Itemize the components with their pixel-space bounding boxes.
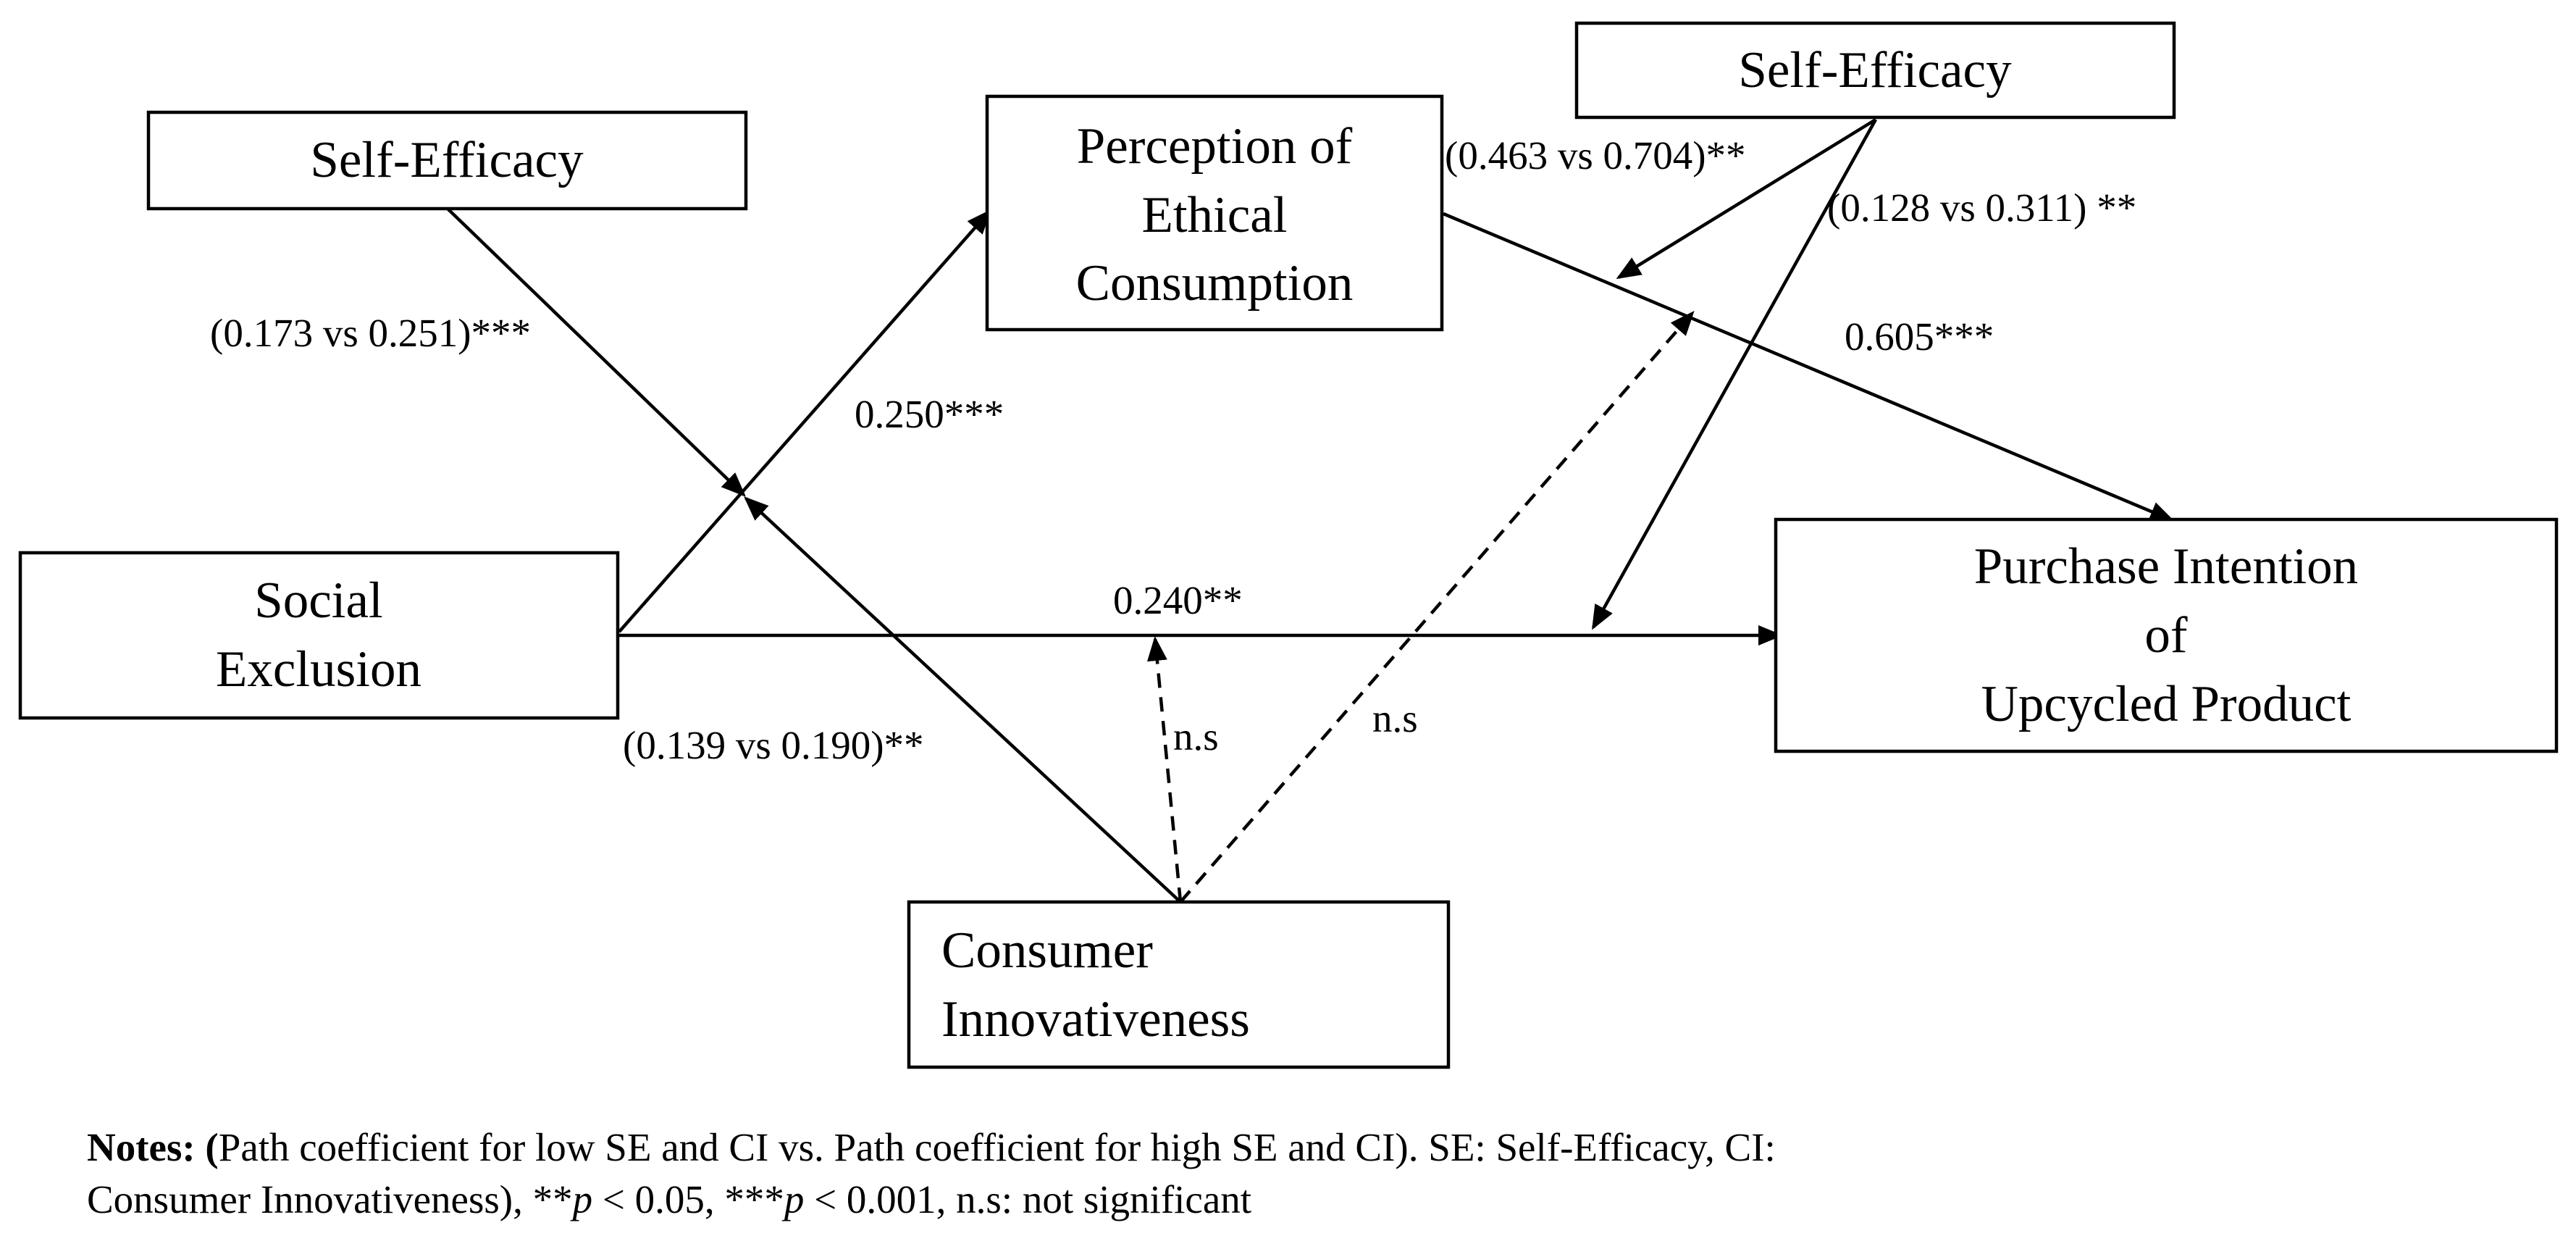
path-diagram: Self-Efficacy Perception of Ethical Cons… xyxy=(18,21,2559,1069)
notes-prefix: Notes: ( xyxy=(87,1125,219,1169)
notes-line-2-c: < 0.001, n.s: not significant xyxy=(804,1177,1252,1221)
edge-ci-to-interaction xyxy=(744,496,1182,903)
node-purchase-intention-line-3: Upcycled Product xyxy=(1981,676,2351,732)
edge-ci-to-perception-path xyxy=(1179,310,1695,903)
edge-social-exclusion-to-perception xyxy=(618,209,991,633)
node-self-efficacy-right-label: Self-Efficacy xyxy=(1738,42,2012,99)
node-social-exclusion xyxy=(18,551,620,720)
notes-line-1-text: Path coefficient for low SE and CI vs. P… xyxy=(218,1125,1776,1169)
node-purchase-intention-line-2: of xyxy=(2144,607,2188,664)
label-se-to-pec: 0.250*** xyxy=(855,392,1004,436)
label-pec-to-pi: 0.605*** xyxy=(1845,314,1994,359)
edge-se-left-to-interaction xyxy=(446,207,746,497)
node-social-exclusion-line-2: Exclusion xyxy=(216,641,421,698)
node-self-efficacy-left-label: Self-Efficacy xyxy=(310,132,584,188)
node-perception-line-1: Perception of xyxy=(1077,118,1353,175)
edge-se-right-to-perception-path xyxy=(1616,118,1877,280)
label-se-right-to-direct: (0.128 vs 0.311) ** xyxy=(1827,185,2136,230)
label-se-right-to-pec: (0.463 vs 0.704)** xyxy=(1445,133,1746,177)
notes-line-2-b: < 0.05, *** xyxy=(592,1177,784,1221)
notes-p-symbol-2: p xyxy=(784,1177,805,1221)
label-se-left-moderation: (0.173 vs 0.251)*** xyxy=(210,311,531,355)
node-social-exclusion-line-1: Social xyxy=(254,572,382,629)
node-perception-line-3: Consumption xyxy=(1076,255,1354,312)
node-consumer-innovativeness xyxy=(907,900,1451,1069)
node-perception-line-2: Ethical xyxy=(1141,187,1287,243)
label-ci-to-pec-path-ns: n.s xyxy=(1372,696,1418,740)
node-perception-ethical-consumption xyxy=(985,94,1444,332)
notes: Notes: (Path coefficient for low SE and … xyxy=(87,1121,2477,1226)
node-self-efficacy-left xyxy=(146,110,748,211)
notes-line-2-a: Consumer Innovativeness), ** xyxy=(87,1177,573,1221)
notes-line-2: Consumer Innovativeness), **p < 0.05, **… xyxy=(87,1174,2477,1226)
node-consumer-innovativeness-line-1: Consumer xyxy=(941,922,1153,979)
node-consumer-innovativeness-line-2: Innovativeness xyxy=(941,991,1250,1048)
label-ci-moderation: (0.139 vs 0.190)** xyxy=(623,723,924,767)
node-self-efficacy-right xyxy=(1574,21,2176,120)
node-purchase-intention-line-1: Purchase Intention xyxy=(1974,538,2358,595)
notes-p-symbol-1: p xyxy=(572,1177,593,1221)
edge-perception-to-purchase xyxy=(1443,212,2175,522)
edge-se-right-to-direct-path xyxy=(1592,118,1877,630)
notes-line-1: Notes: (Path coefficient for low SE and … xyxy=(87,1121,2477,1174)
label-ci-to-direct-ns: n.s xyxy=(1173,714,1219,759)
label-se-to-pi: 0.240** xyxy=(1113,578,1243,622)
edge-ci-to-direct-path xyxy=(1146,636,1183,903)
node-purchase-intention xyxy=(1774,517,2559,753)
